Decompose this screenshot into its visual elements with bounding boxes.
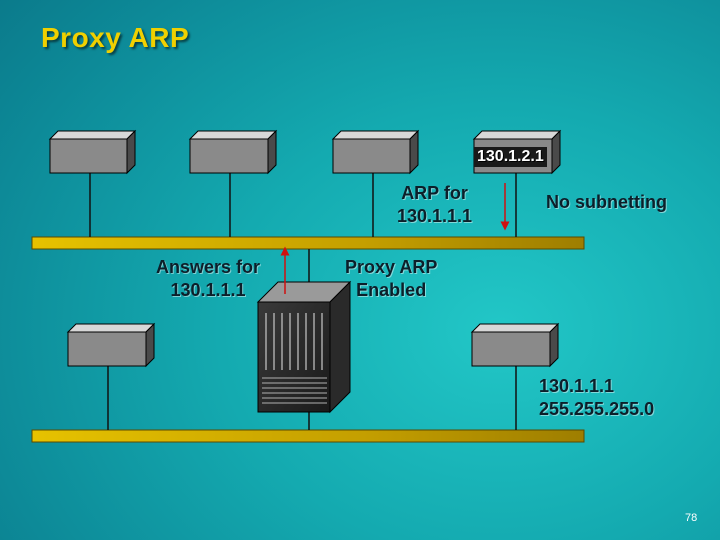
host-bottom-1 — [66, 322, 156, 368]
upper-drop-lines — [89, 173, 517, 237]
answers-for-line1: Answers for — [156, 257, 261, 277]
ip-label-130-1-2-1: 130.1.2.1 — [474, 147, 547, 167]
host-address-label: 130.1.1.1 255.255.255.0 — [539, 375, 654, 421]
host-top-1 — [48, 129, 137, 175]
proxy-arp-label: Proxy ARP Enabled — [345, 256, 437, 302]
host-top-3 — [331, 129, 420, 175]
page-number: 78 — [685, 512, 698, 524]
answers-for-label: Answers for 130.1.1.1 — [156, 256, 260, 302]
arp-for-line1: ARP for — [401, 183, 468, 203]
proxy-arp-line2: Enabled — [356, 280, 427, 300]
arp-for-label: ARP for 130.1.1.1 — [397, 182, 472, 228]
segment-lower — [31, 429, 585, 443]
router-icon — [256, 280, 352, 414]
slide-title: Proxy ARP — [41, 22, 190, 53]
host-bottom-2 — [470, 322, 560, 368]
host-ip: 130.1.1.1 — [539, 376, 615, 396]
answers-for-line2: 130.1.1.1 — [170, 280, 246, 300]
segment-upper — [31, 236, 585, 250]
proxy-arp-line1: Proxy ARP — [345, 257, 438, 277]
no-subnetting-label: No subnetting — [546, 192, 667, 212]
arp-for-line2: 130.1.1.1 — [397, 206, 473, 226]
host-top-2 — [188, 129, 278, 175]
host-mask: 255.255.255.0 — [539, 399, 655, 419]
